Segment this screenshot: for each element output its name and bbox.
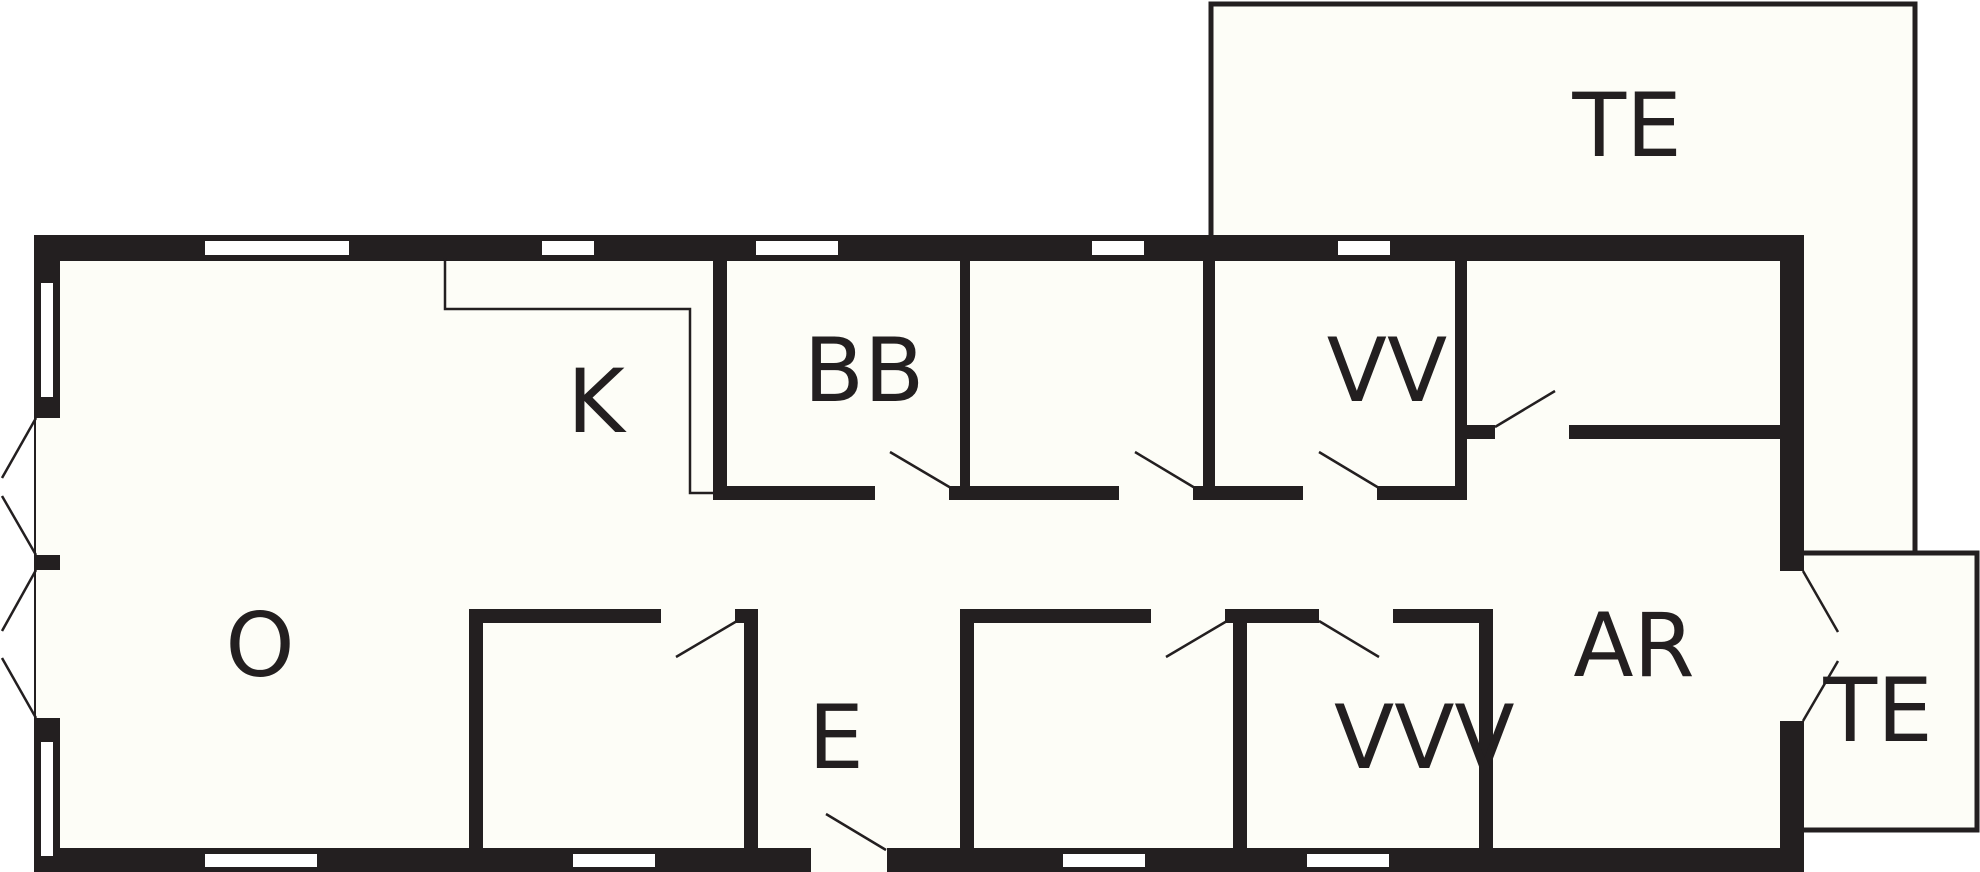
outer-walls [34,235,1804,872]
door-openings [36,418,1804,872]
window [1307,854,1389,867]
room-label-washroom: VVV [1334,686,1515,789]
kitchen-counter [443,258,715,495]
window [1338,241,1390,255]
room-labels: TE TE K BB VV O E VVV AR [225,74,1932,789]
building-floor [36,236,1802,872]
window [205,241,349,255]
window [205,854,317,867]
room-label-terrace-top: TE [1571,74,1681,177]
window [41,283,53,397]
door-leaves [0,389,1840,852]
room-label-kitchen: K [567,350,627,453]
window [1063,854,1145,867]
room-label-terrace-right: TE [1822,659,1932,762]
window [542,241,594,255]
room-label-utility: AR [1573,594,1694,697]
room-label-toilet: VV [1327,319,1447,422]
terrace-right [1797,550,1980,833]
window [41,742,53,856]
room-label-hall: E [808,686,864,789]
window [756,241,838,255]
room-label-living: O [225,594,294,697]
room-label-bathroom: BB [804,319,925,422]
window [1092,241,1144,255]
window [573,854,655,867]
windows [41,241,1390,867]
